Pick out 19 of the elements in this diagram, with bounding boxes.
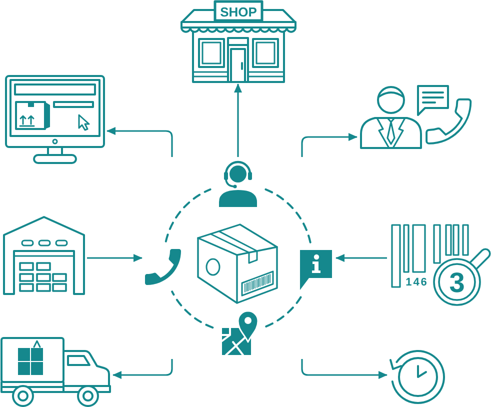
computer-monitor-illustration bbox=[4, 74, 106, 165]
info-icon bbox=[300, 250, 332, 291]
shop-illustration bbox=[180, 0, 297, 83]
agent-with-phone-illustration bbox=[358, 84, 473, 150]
sign-text: SHOP bbox=[220, 5, 257, 18]
arrow bbox=[112, 359, 173, 379]
arrow bbox=[234, 84, 242, 157]
arrow bbox=[87, 254, 142, 262]
arrow bbox=[301, 133, 358, 157]
arrow bbox=[336, 254, 387, 262]
cardboard-box-illustration bbox=[197, 223, 279, 305]
barcode-digits: 146 bbox=[406, 278, 428, 288]
magnified-digit: 3 bbox=[449, 269, 465, 297]
headset-agent-icon bbox=[218, 160, 258, 208]
arrow bbox=[106, 127, 173, 157]
phone-handset-icon bbox=[145, 249, 181, 285]
warehouse-illustration bbox=[2, 214, 86, 296]
arrow bbox=[301, 359, 388, 379]
delivery-truck-illustration bbox=[0, 336, 112, 407]
